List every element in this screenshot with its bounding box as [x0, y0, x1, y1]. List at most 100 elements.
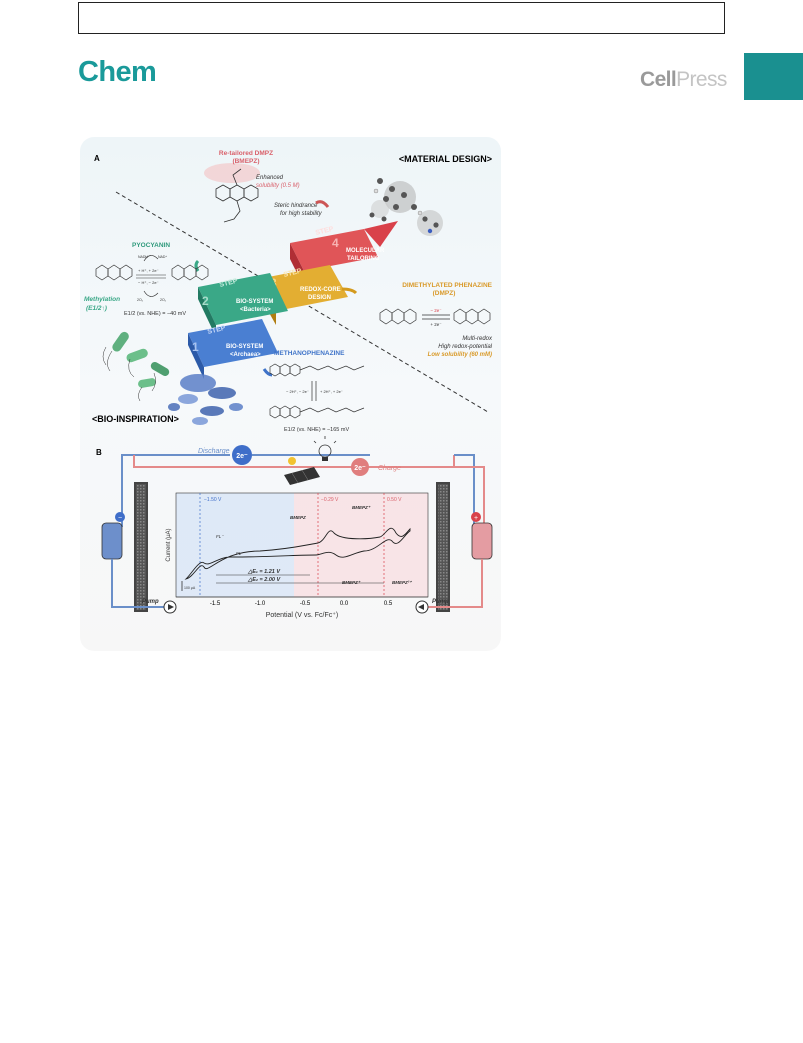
species-bmepz: BMEPZ — [290, 515, 306, 520]
dmpz-minus-2e: − 2e⁻ — [430, 308, 442, 313]
species-fl: FL — [236, 551, 242, 556]
step-2-word: STEP — [219, 278, 239, 289]
header-frame — [78, 2, 725, 34]
panel-a-label: A — [94, 154, 100, 163]
x-tick-5: 0.5 — [384, 601, 393, 607]
pyo-nadh: NADH — [138, 255, 148, 259]
methanophenazine-title: METHANOPHENAZINE — [274, 350, 345, 357]
steric-text-1: Steric hindrance — [274, 203, 318, 209]
left-pump-label: Pump — [142, 599, 159, 605]
step-2-number: 2 — [202, 294, 209, 308]
bio-inspiration-label: <BIO-INSPIRATION> — [92, 414, 179, 424]
x-tick-1: -1.5 — [210, 601, 221, 607]
charge-wire — [133, 455, 455, 468]
anolyte-tank: − — [101, 512, 125, 560]
right-electrode — [436, 482, 450, 612]
x-tick-4: 0.0 — [340, 601, 349, 607]
solubility-text: solubility (0.5 M) — [256, 183, 300, 189]
charge-wire-return — [454, 466, 485, 527]
methylation-e12: (E1/2↑) — [86, 305, 107, 312]
dmpz-title-1: DIMETHYLATED PHENAZINE — [402, 282, 492, 289]
solar-panel-icon — [284, 457, 320, 485]
de1-label: △E₁ = 1.21 V — [247, 569, 281, 575]
step-1-word: STEP — [207, 325, 227, 336]
divider-line — [115, 191, 489, 413]
right-pump-label: Pump — [432, 599, 449, 605]
step-3-word: STEP — [283, 268, 303, 279]
right-pump-arrow — [418, 604, 424, 610]
pyocyanin-structure — [95, 255, 209, 297]
step-2-tile — [198, 273, 288, 337]
bmepz-highlight — [204, 163, 260, 183]
cv-xlabel: Potential (V vs. Fc/Fc⁺) — [266, 612, 339, 619]
x-tick-3: -0.5 — [300, 601, 311, 607]
graphical-figure: A <MATERIAL DESIGN> Re-tailored DMPZ (BM… — [80, 137, 501, 651]
catholyte-zone — [294, 493, 428, 597]
step-3-line1: REDOX-CORE — [300, 287, 341, 293]
mpz-rxn-left: − 2H⁺, − 2e⁻ — [286, 389, 309, 394]
discharge-label: Discharge — [198, 448, 230, 455]
pyo-o2-right: 2O₂ — [160, 298, 167, 302]
right-pipe — [420, 559, 483, 608]
bmepz-structure — [215, 168, 259, 223]
dmpz-structure — [379, 308, 491, 325]
bmepz-title-1: Re-tailored DMPZ — [219, 150, 273, 157]
publisher-logo: CellPress — [640, 68, 727, 92]
v3-label: 0.50 V — [387, 497, 402, 503]
svg-text:+: + — [474, 515, 478, 522]
svg-text:−: − — [118, 515, 122, 522]
step-3-line2: DESIGN — [308, 295, 331, 301]
step-4-line1: MOLECULAR — [346, 248, 385, 254]
step-1-tile — [188, 319, 278, 379]
charge-label: Charge — [378, 465, 401, 472]
left-pipe — [111, 559, 170, 608]
mpz-rxn-right: + 2H⁺, + 2e⁻ — [320, 389, 343, 394]
methanophenazine-e12-value: E1/2 (vs. NHE) = −165 mV — [284, 427, 349, 433]
charge-electron-badge — [351, 458, 369, 476]
dmpz-note-1: Multi-redox — [462, 336, 493, 342]
v1-label: −1.50 V — [204, 497, 222, 503]
dmpz-title-2: (DMPZ) — [433, 290, 456, 297]
steric-text-2: for high stability — [280, 211, 323, 217]
dmpz-note-2: High redox-potential — [438, 344, 492, 350]
step-2-line1: BIO-SYSTEM — [236, 299, 273, 305]
v2-label: −0.29 V — [321, 497, 339, 503]
methanophenazine-structure — [269, 363, 365, 419]
pyocyanin-e12-value: E1/2 (vs. NHE) = −40 mV — [124, 311, 186, 317]
discharge-wire — [121, 454, 230, 527]
panel-b-label: B — [96, 448, 102, 457]
cv-trace — [184, 527, 411, 580]
arrow-to-methanophenazine — [262, 368, 273, 377]
arrow-to-pyocyanin — [194, 259, 200, 272]
step-1-line2: <Archaea> — [230, 352, 261, 358]
figure-svg: A <MATERIAL DESIGN> Re-tailored DMPZ (BM… — [84, 150, 493, 619]
bmepz-title-2: (BMEPZ) — [232, 158, 259, 165]
step-1-line1: BIO-SYSTEM — [226, 344, 263, 350]
arrow-to-dmpz — [341, 287, 358, 295]
charge-electron-text: 2e⁻ — [354, 465, 366, 472]
step-1-number: 1 — [192, 340, 199, 354]
dmpz-note-3: Low solubility (60 mM) — [428, 352, 492, 358]
pyo-rxn-top: + H⁺, + 2e⁻ — [138, 268, 159, 273]
methylation-text: Methylation — [84, 296, 120, 303]
catholyte-tank: + — [471, 512, 493, 560]
dmpz-plus-2e: + 2e⁻ — [430, 322, 442, 327]
cv-ylabel: Current (μA) — [166, 528, 172, 561]
archaea-illustration — [168, 374, 243, 425]
publisher-press: Press — [676, 68, 727, 91]
molecule-3d-model — [369, 178, 443, 236]
step-2-line2: <Bacteria> — [240, 307, 271, 313]
pyocyanin-title: PYOCYANIN — [132, 242, 170, 249]
step-4-word: STEP — [315, 226, 335, 237]
discharge-electron-text: 2e⁻ — [236, 453, 248, 460]
left-electrode — [134, 482, 148, 612]
pyo-rxn-bottom: − H⁺, − 2e⁻ — [138, 280, 159, 285]
discharge-wire-return — [454, 454, 475, 527]
de2-label: △E₂ = 2.00 V — [247, 577, 281, 583]
anolyte-zone — [176, 493, 294, 597]
bacteria-illustration — [102, 331, 170, 402]
publisher-cell: Cell — [640, 68, 677, 91]
species-fl-minus: FL⁻ — [216, 534, 224, 539]
pyo-nad: NAD⁺ — [158, 255, 167, 259]
section-tab — [744, 53, 803, 100]
